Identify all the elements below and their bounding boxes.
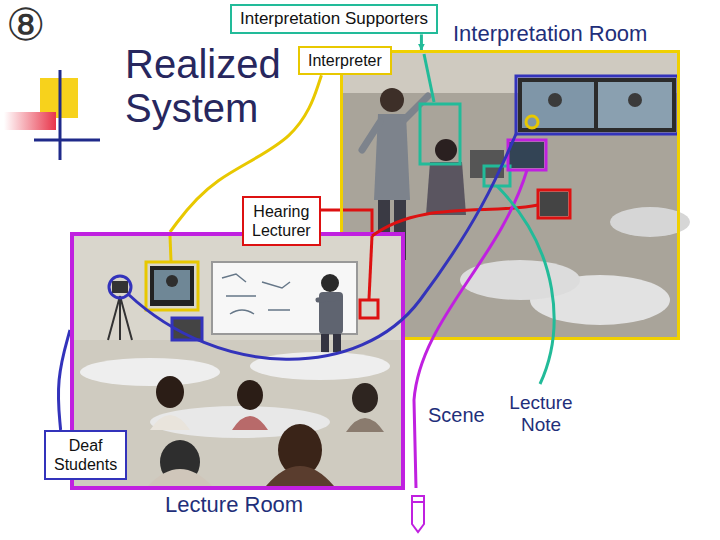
callout-box: Interpretation Supporters — [230, 4, 438, 34]
room-label: Interpretation Room — [453, 22, 647, 46]
leader-line — [58, 330, 70, 430]
red-fade-bar — [4, 112, 56, 130]
callout-box: Hearing Lecturer — [242, 196, 321, 246]
monitor-wall — [518, 78, 676, 132]
students-marker — [516, 76, 678, 134]
box-label: Hearing Lecturer — [252, 202, 311, 240]
link-curve — [414, 170, 527, 488]
supporter-body — [426, 162, 466, 215]
label-holder: ⑧ — [6, 0, 45, 51]
callout-box: Interpreter — [298, 46, 392, 75]
label-holder: Scene — [428, 404, 485, 427]
student-body — [150, 415, 190, 430]
lecturer-marker — [538, 190, 570, 218]
leader-line — [170, 236, 171, 261]
lecturer-marker — [360, 300, 378, 318]
callout-box: Deaf Students — [44, 430, 127, 480]
lecturer-leg — [333, 334, 341, 354]
box-label: Interpretation Supporters — [240, 9, 428, 29]
screen — [598, 82, 672, 128]
callout-label: Scene — [428, 404, 485, 427]
pen-icon — [412, 496, 424, 532]
camera-marker — [526, 116, 538, 128]
screen — [522, 82, 594, 128]
student-head — [352, 383, 378, 413]
student-body — [346, 418, 384, 432]
interpreter-arm — [362, 122, 380, 150]
box-label: Interpreter — [308, 51, 382, 70]
box-label: Deaf Students — [54, 436, 117, 474]
supporter-marker — [420, 104, 460, 164]
title-block: Realized System — [125, 42, 315, 130]
interpreter-head — [380, 88, 404, 112]
interpreter-on-screen — [166, 275, 178, 287]
lecturer-body — [319, 292, 343, 334]
student-body — [266, 466, 334, 486]
student-head — [237, 380, 263, 410]
link-curve — [497, 186, 554, 384]
slide-title: Realized System — [125, 42, 315, 130]
student-body — [148, 469, 212, 486]
desk — [80, 358, 220, 386]
tripod-leg — [120, 296, 132, 340]
board-writing — [222, 274, 290, 314]
leader-line — [424, 54, 434, 102]
monitor-marker — [146, 262, 198, 310]
link-curve — [372, 205, 538, 236]
slide-decoration — [4, 70, 100, 160]
label-holder: Lecture Note — [500, 392, 582, 436]
computer-screen — [508, 142, 544, 168]
student-head — [156, 376, 184, 408]
blue-rule — [59, 70, 62, 160]
slide-number: ⑧ — [6, 0, 45, 51]
person-on-screen — [548, 93, 562, 107]
student-body — [232, 416, 268, 430]
blue-rule — [34, 139, 100, 142]
lecturer-leg — [321, 334, 329, 354]
link-curve — [128, 134, 516, 359]
supporter-head — [435, 139, 457, 161]
scene-marker — [508, 140, 546, 170]
person-on-screen — [628, 93, 642, 107]
tripod-leg — [119, 296, 121, 340]
leader-line — [420, 34, 423, 50]
interpreter-arm — [404, 96, 428, 120]
monitor — [150, 266, 194, 306]
lecturer-head — [321, 274, 339, 292]
leader-line — [321, 210, 372, 232]
room-label: Lecture Room — [165, 493, 303, 517]
whiteboard — [212, 262, 357, 334]
camera — [112, 281, 128, 293]
leader-line — [369, 236, 372, 299]
callout-label: Lecture Note — [500, 392, 582, 436]
tripod-leg — [108, 296, 120, 340]
lecturer-arm — [318, 298, 340, 300]
monitor-screen — [154, 270, 190, 300]
monitor — [540, 192, 568, 216]
